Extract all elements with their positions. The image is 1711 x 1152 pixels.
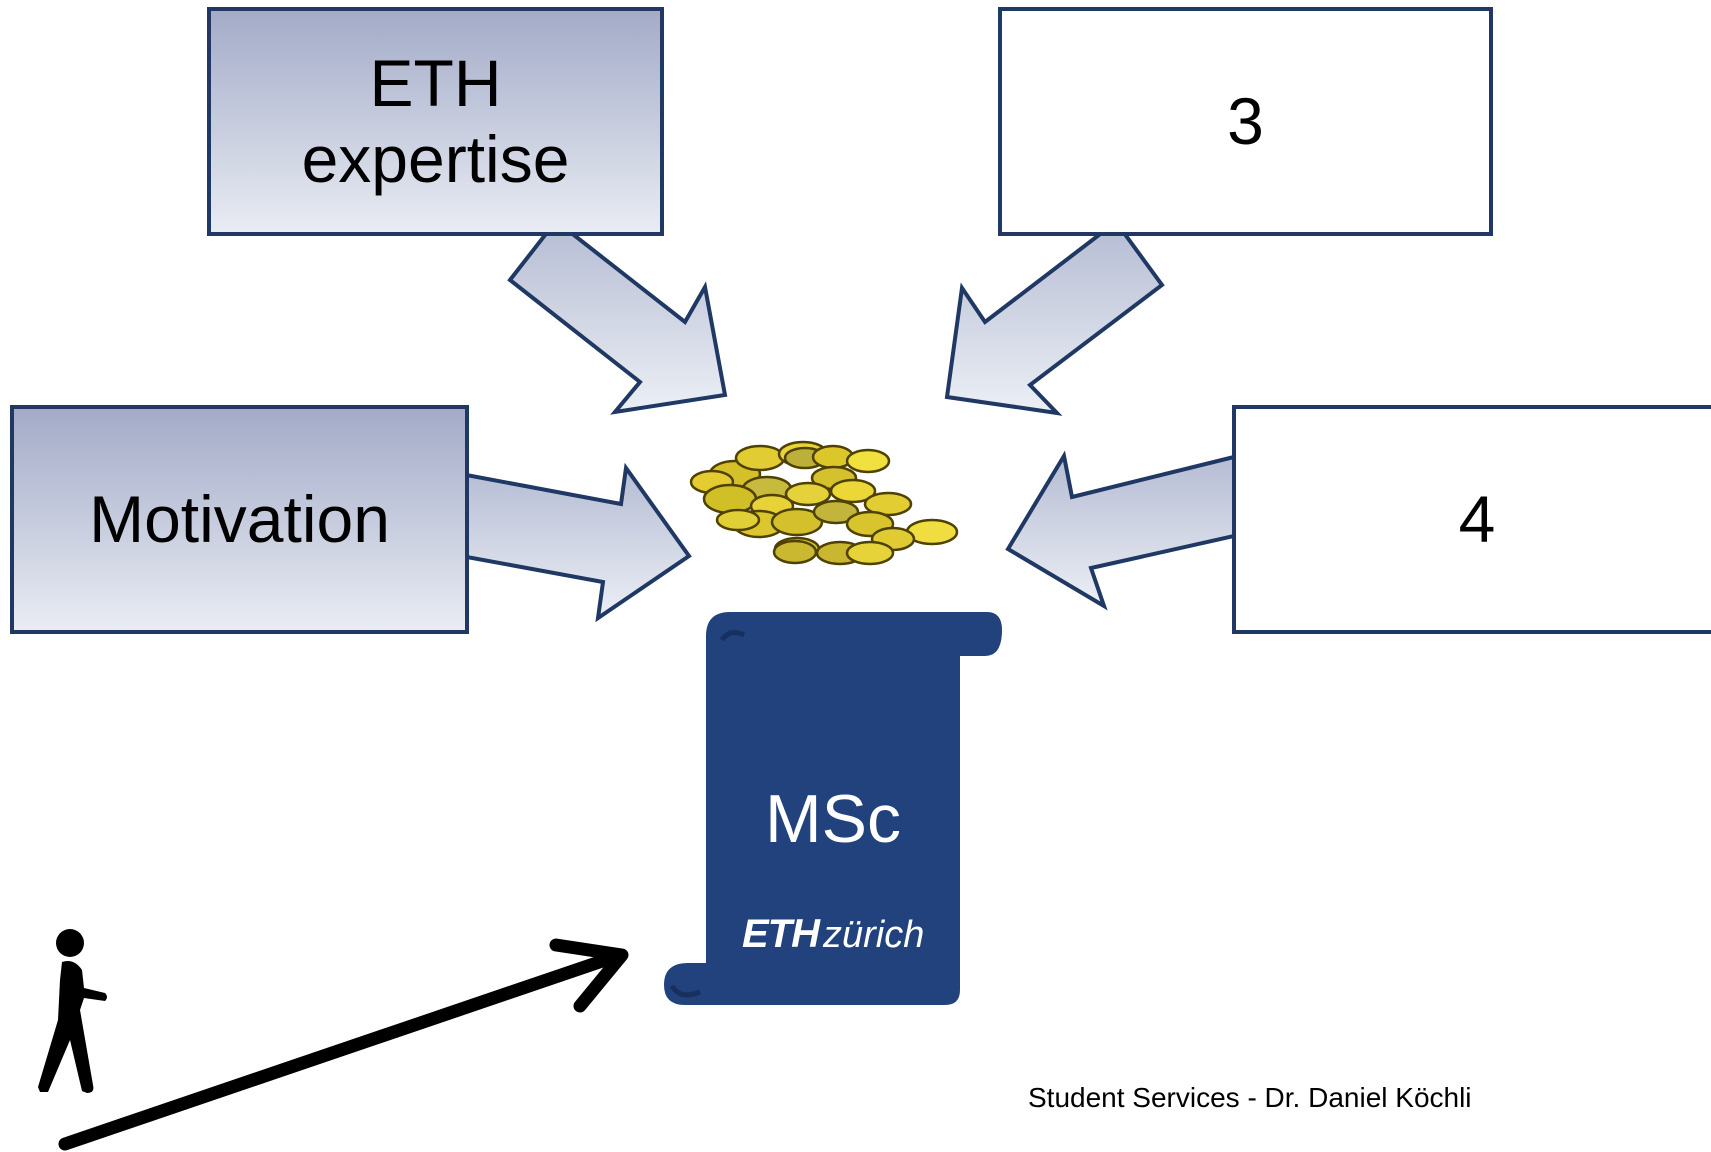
arrow-eth-to-coins — [507, 218, 728, 415]
box-3-label: 3 — [1227, 83, 1264, 158]
footer-credit: Student Services - Dr. Daniel Köchli — [1028, 1082, 1472, 1113]
logo-eth: ETH — [742, 912, 820, 956]
motivation-label: Motivation — [89, 481, 390, 556]
box-4: 4 — [1232, 405, 1711, 634]
arrow-4-to-coins — [1005, 450, 1255, 611]
path-arrow — [58, 938, 629, 1151]
walking-person-icon — [38, 929, 107, 1093]
logo-zurich: zürich — [823, 914, 925, 956]
eth-expertise-box: ETH expertise — [207, 7, 664, 236]
scroll-title: MSc — [765, 781, 901, 857]
diploma-scroll-icon — [664, 612, 1002, 1005]
motivation-box: Motivation — [10, 405, 469, 634]
box-4-label: 4 — [1458, 481, 1496, 556]
eth-expertise-line1: ETH — [369, 45, 502, 120]
box-3: 3 — [998, 7, 1493, 236]
eth-expertise-line2: expertise — [301, 121, 570, 196]
arrow-3-to-coins — [944, 219, 1165, 416]
arrow-motivation-to-coins — [442, 462, 692, 623]
coins-icon — [689, 440, 959, 566]
